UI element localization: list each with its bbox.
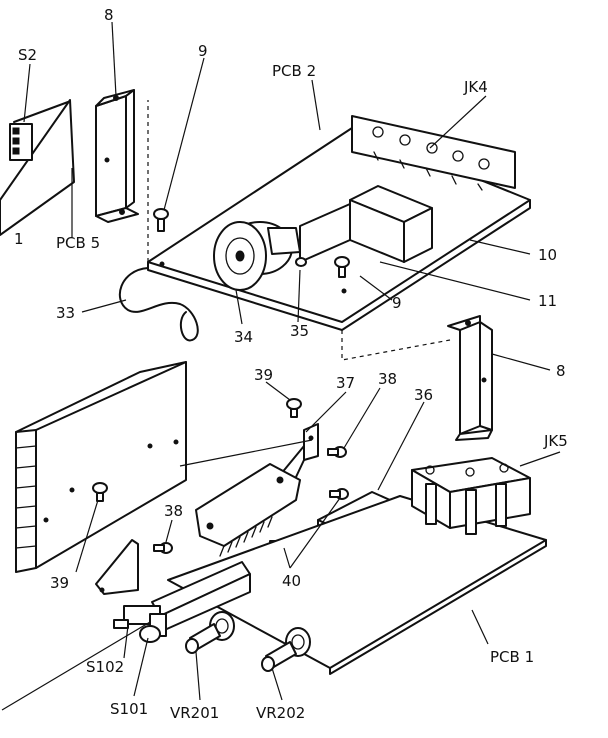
label-n36: 36 [414, 386, 433, 404]
small-bracket-left [95, 539, 139, 595]
ic-module [195, 463, 301, 557]
screw-40-upper [329, 488, 349, 500]
label-n8-right: 8 [556, 362, 566, 380]
label-n34: 34 [234, 328, 253, 346]
bracket-8-right [447, 315, 493, 441]
label-n9-top: 9 [198, 42, 208, 60]
label-pcb1: PCB 1 [490, 648, 534, 666]
box-10 [299, 185, 433, 263]
label-pcb2: PCB 2 [272, 62, 316, 80]
pcb5-board [0, 99, 75, 236]
label-s2: S2 [18, 46, 37, 64]
pot-vr202 [261, 627, 311, 672]
heat-sink [15, 361, 187, 573]
label-n10: 10 [538, 246, 557, 264]
label-n11: 11 [538, 292, 557, 310]
belt-33 [118, 267, 199, 342]
label-n38-top: 38 [378, 370, 397, 388]
label-n39-left: 39 [50, 574, 69, 592]
label-n8-top: 8 [104, 6, 114, 24]
label-pcb5: PCB 5 [56, 234, 100, 252]
jk5-connector [411, 457, 531, 535]
jk4-jack-strip [351, 115, 516, 191]
label-jk4: JK4 [463, 78, 488, 96]
labels: S2 8 9 PCB 2 JK4 1 PCB 5 10 11 9 33 34 3… [14, 6, 568, 722]
screw-39-left [92, 482, 108, 502]
label-n39-top: 39 [254, 366, 273, 384]
label-n37: 37 [336, 374, 355, 392]
screw-39-top [286, 398, 302, 418]
screw-9-top [153, 208, 169, 232]
label-jk5: JK5 [543, 432, 568, 450]
label-n35: 35 [290, 322, 309, 340]
label-vr202: VR202 [256, 704, 305, 722]
pcb1-board [167, 495, 547, 675]
label-n38-left: 38 [164, 502, 183, 520]
label-n40: 40 [282, 572, 301, 590]
bracket-8-top [95, 89, 139, 223]
label-vr201: VR201 [170, 704, 219, 722]
pot-vr201 [185, 611, 235, 654]
screw-35 [295, 257, 307, 267]
label-s101: S101 [110, 700, 148, 718]
leader-lines [23, 21, 561, 701]
label-n1: 1 [14, 230, 24, 248]
pulley-34 [213, 221, 301, 291]
label-s102: S102 [86, 658, 124, 676]
screw-38-top [327, 446, 347, 458]
label-n9-mid: 9 [392, 294, 402, 312]
label-n33: 33 [56, 304, 75, 322]
screw-9-mid [334, 256, 350, 278]
switch-s101 [139, 613, 167, 643]
screw-38-left [153, 542, 173, 554]
